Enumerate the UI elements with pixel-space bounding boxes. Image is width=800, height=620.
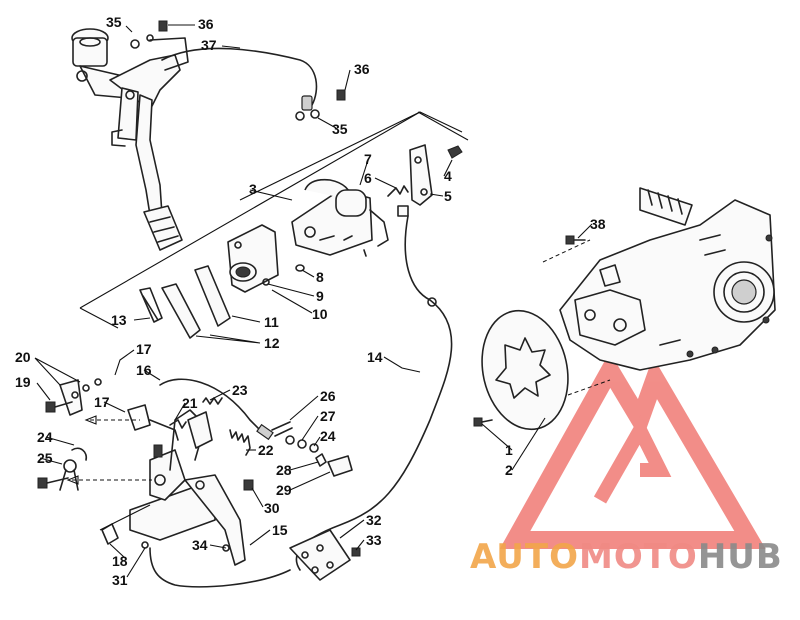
gearcase xyxy=(559,187,776,371)
callout-18: 18 xyxy=(112,553,128,569)
callout-29: 29 xyxy=(276,482,292,498)
callout-2: 2 xyxy=(505,462,513,478)
callout-15: 15 xyxy=(272,522,288,538)
callout-36: 36 xyxy=(354,61,370,77)
callout-7: 7 xyxy=(364,151,372,167)
callout-9: 9 xyxy=(316,288,324,304)
callout-3: 3 xyxy=(249,181,257,197)
master-cylinder-assembly xyxy=(71,28,189,251)
caliper-parts xyxy=(139,144,463,339)
callout-35: 35 xyxy=(332,121,348,137)
callout-17: 17 xyxy=(94,394,110,410)
watermark-moto: MOTO xyxy=(579,537,698,577)
callout-30: 30 xyxy=(264,500,280,516)
callout-14: 14 xyxy=(367,349,383,365)
watermark-hub: HUB xyxy=(698,537,783,577)
callout-labels: 35 36 37 36 35 7 6 4 5 3 8 9 10 11 12 13… xyxy=(15,14,606,588)
leader-lines xyxy=(34,24,593,578)
callout-24: 24 xyxy=(37,429,53,445)
callout-35: 35 xyxy=(106,14,122,30)
watermark-text: AUTOMOTOHUB xyxy=(470,537,783,577)
callout-13: 13 xyxy=(111,312,127,328)
callout-6: 6 xyxy=(364,170,372,186)
callout-4: 4 xyxy=(444,168,452,184)
banjo-bolts-top xyxy=(130,20,346,101)
callout-22: 22 xyxy=(258,442,274,458)
parking-brake-assembly xyxy=(37,378,361,588)
callout-24: 24 xyxy=(320,428,336,444)
watermark-logo xyxy=(499,352,766,549)
callout-34: 34 xyxy=(192,537,208,553)
callout-25: 25 xyxy=(37,450,53,466)
callout-17: 17 xyxy=(136,341,152,357)
callout-20: 20 xyxy=(15,349,31,365)
watermark-auto: AUTO xyxy=(470,537,579,577)
callout-5: 5 xyxy=(444,188,452,204)
caliper-group-box xyxy=(79,111,469,329)
callout-37: 37 xyxy=(201,37,217,53)
callout-36: 36 xyxy=(198,16,214,32)
callout-8: 8 xyxy=(316,269,324,285)
svg-text:AUTOMOTOHUB: AUTOMOTOHUB xyxy=(470,537,783,577)
dashed-axes xyxy=(66,239,611,531)
callout-27: 27 xyxy=(320,408,336,424)
callout-28: 28 xyxy=(276,462,292,478)
callout-31: 31 xyxy=(112,572,128,588)
gearcase-bolt xyxy=(565,235,586,245)
brake-rotor xyxy=(481,309,569,431)
callout-32: 32 xyxy=(366,512,382,528)
brake-line-lower xyxy=(295,215,453,571)
callout-19: 19 xyxy=(15,374,31,390)
callout-11: 11 xyxy=(264,314,279,330)
callout-21: 21 xyxy=(182,395,198,411)
callout-38: 38 xyxy=(590,216,606,232)
callout-23: 23 xyxy=(232,382,248,398)
callout-16: 16 xyxy=(136,362,152,378)
callout-26: 26 xyxy=(320,388,336,404)
callout-12: 12 xyxy=(264,335,280,351)
brake-hose-upper xyxy=(161,47,320,121)
rotor-bolt xyxy=(473,417,493,427)
callout-33: 33 xyxy=(366,532,382,548)
callout-10: 10 xyxy=(312,306,328,322)
callout-1: 1 xyxy=(505,442,513,458)
